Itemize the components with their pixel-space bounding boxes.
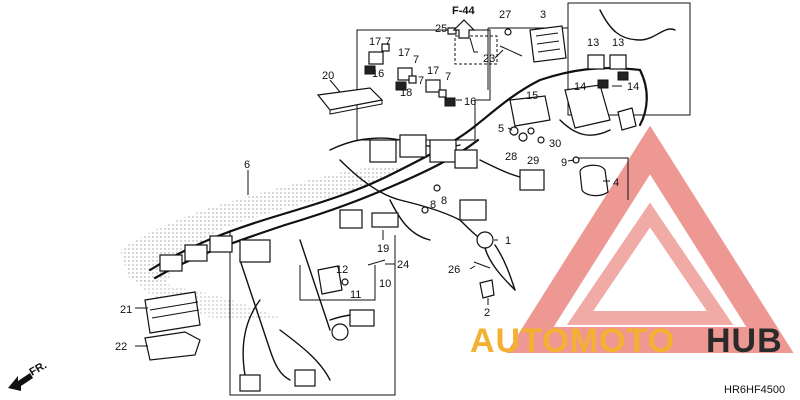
callout-22: 22 (115, 341, 127, 353)
part-14-fusebox (564, 54, 637, 131)
callout-13b: 13 (612, 37, 624, 49)
watermark-hub: HUB (706, 322, 783, 360)
reference-arrow (452, 19, 476, 39)
frame-silhouette (120, 166, 400, 285)
callout-27: 27 (499, 9, 511, 21)
callout-7b: 7 (413, 54, 419, 66)
callout-18: 18 (400, 87, 412, 99)
part-1-sensor (476, 231, 516, 291)
watermark-triangle (506, 125, 794, 353)
front-direction-arrow (8, 373, 33, 391)
watermark: AUTOMOTO HUB (470, 322, 783, 360)
callout-17a: 17 (369, 36, 381, 48)
callout-21: 21 (120, 304, 132, 316)
callout-6: 6 (244, 159, 250, 171)
connectors (159, 134, 545, 392)
callout-3: 3 (540, 9, 546, 21)
group-box-lower (229, 230, 396, 396)
callout-12: 12 (336, 264, 348, 276)
callout-14b: 14 (627, 81, 639, 93)
part-20-module (316, 87, 384, 111)
callout-2: 2 (484, 307, 490, 319)
callout-1: 1 (505, 235, 511, 247)
part-15-box (509, 95, 551, 127)
part-4-relay (578, 157, 629, 200)
reference-label: F-44 (452, 5, 476, 17)
callout-8b: 8 (441, 195, 447, 207)
front-label: FR. (28, 359, 49, 378)
callout-16b: 16 (464, 96, 476, 108)
callout-15: 15 (526, 90, 538, 102)
watermark-automoto: AUTOMOTO (470, 322, 675, 360)
callout-7d: 7 (418, 75, 424, 87)
part-2-sensor (473, 261, 495, 299)
callout-4: 4 (613, 177, 619, 189)
callout-17c: 17 (427, 65, 439, 77)
callout-16a: 16 (372, 68, 384, 80)
callout-28: 28 (505, 151, 517, 163)
callout-7a: 7 (385, 36, 391, 48)
callout-26: 26 (448, 264, 460, 276)
callout-20: 20 (322, 70, 334, 82)
group-box-hook (454, 35, 498, 65)
part-12-sensor (317, 259, 386, 295)
callout-17b: 17 (398, 47, 410, 59)
leader-lines (135, 49, 622, 347)
callout-8a: 8 (430, 199, 436, 211)
relays (364, 43, 456, 107)
callout-10: 10 (379, 278, 391, 290)
callout-9: 9 (561, 157, 567, 169)
callout-7c: 7 (445, 71, 451, 83)
callout-23: 23 (483, 53, 495, 65)
callout-14a: 14 (574, 81, 586, 93)
diagram-code: HR6HF4500 (724, 384, 785, 396)
callout-29: 29 (527, 155, 539, 167)
callout-11: 11 (350, 289, 361, 301)
callout-13a: 13 (587, 37, 599, 49)
group-box-sensor (299, 265, 376, 301)
frame-silhouette-lower (130, 275, 280, 320)
callout-24: 24 (397, 259, 409, 271)
callout-19: 19 (377, 243, 389, 255)
part-22-cover (144, 331, 201, 361)
callout-5: 5 (498, 123, 504, 135)
callouts: 1 2 3 4 5 6 7 7 7 7 8 8 9 10 11 12 13 13… (115, 9, 639, 353)
callout-25: 25 (435, 23, 447, 35)
callout-30: 30 (549, 138, 561, 150)
part-21-controller (144, 291, 201, 334)
part-3-ecu (529, 25, 567, 63)
